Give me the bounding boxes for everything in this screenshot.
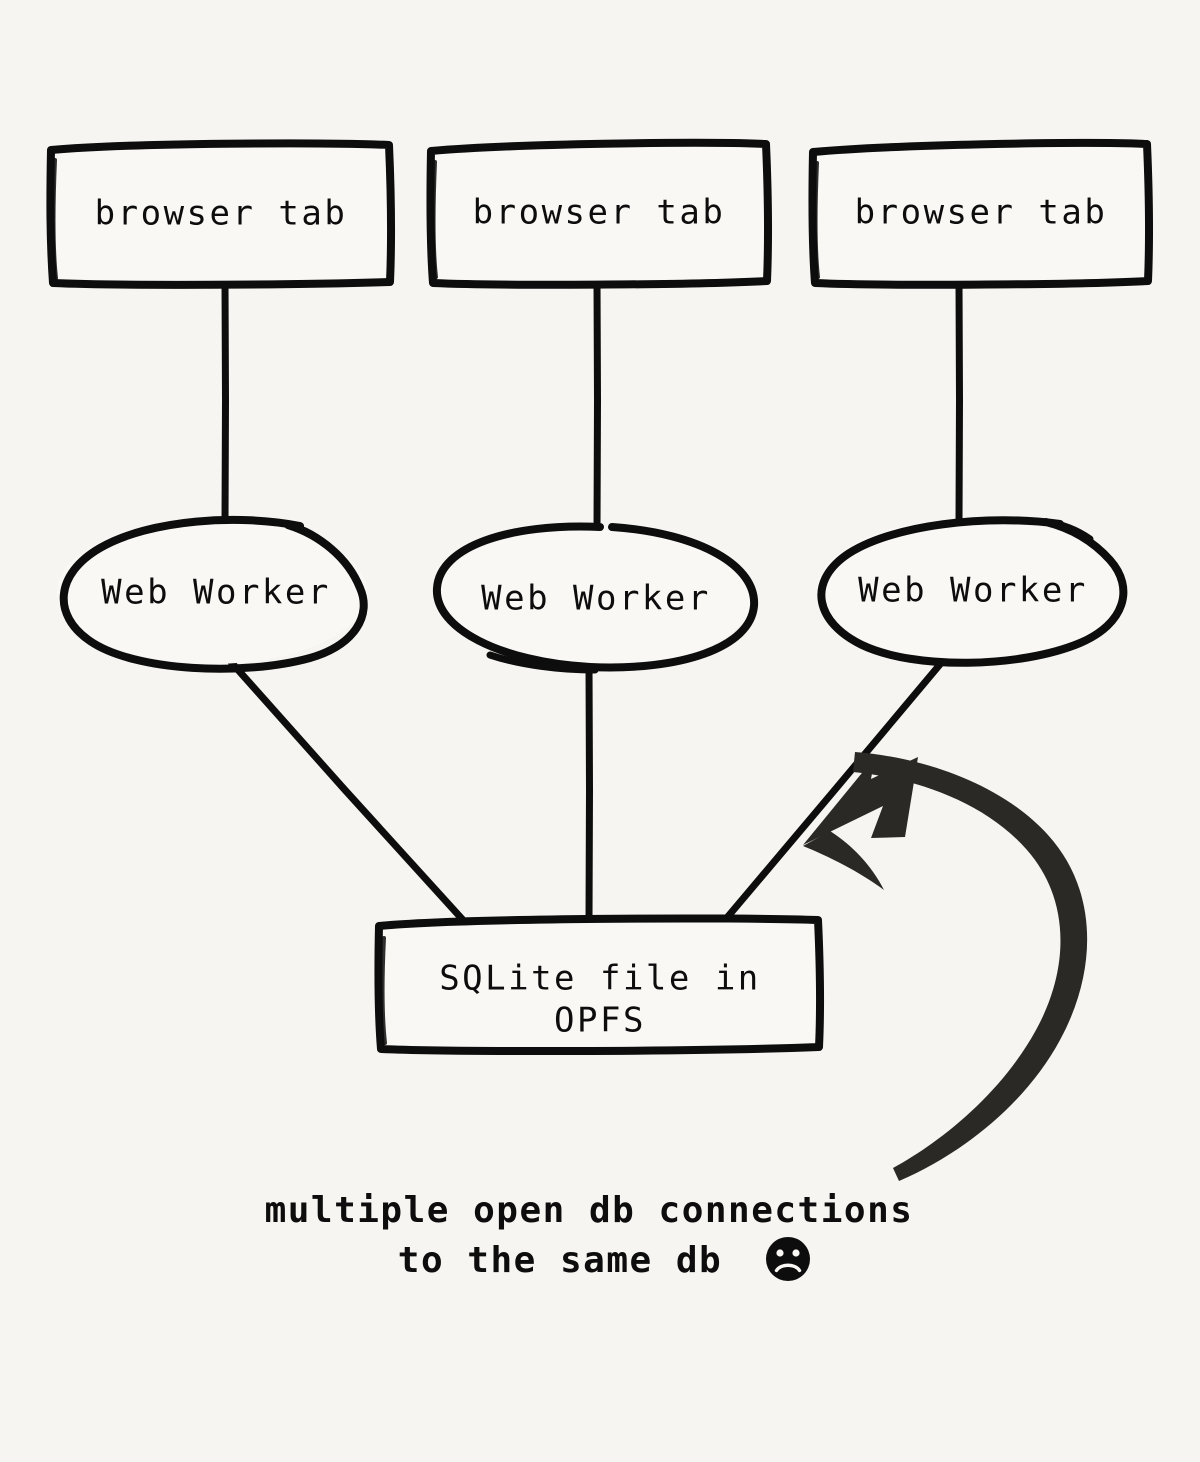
- web-worker-label-3: Web Worker: [858, 571, 1088, 611]
- browser-tab-label-3: browser tab: [855, 193, 1108, 233]
- sqlite-opfs-label-line1: SQLite file in: [439, 959, 761, 999]
- web-worker-ellipse-2[interactable]: Web Worker: [432, 522, 759, 674]
- edge-tab2-worker2: [593, 278, 602, 532]
- annotation-curved-arrow: [803, 752, 1088, 1181]
- edge-worker3-storage: [721, 658, 946, 924]
- caption-line-1: multiple open db connections: [265, 1190, 914, 1231]
- browser-tab-box-1[interactable]: browser tab: [46, 139, 396, 289]
- frowning-face-icon: [766, 1237, 810, 1281]
- web-worker-label-1: Web Worker: [101, 573, 331, 613]
- sqlite-opfs-box[interactable]: SQLite file in OPFS: [374, 914, 825, 1056]
- browser-tab-label-2: browser tab: [473, 193, 726, 233]
- web-worker-ellipse-1[interactable]: Web Worker: [57, 515, 368, 673]
- edge-worker2-storage: [585, 662, 594, 924]
- browser-tab-box-3[interactable]: browser tab: [808, 138, 1154, 289]
- browser-tab-box-2[interactable]: browser tab: [426, 138, 773, 289]
- caption-line-2: to the same db: [398, 1240, 722, 1281]
- edge-tab3-worker3: [955, 278, 964, 526]
- web-worker-label-2: Web Worker: [481, 579, 711, 619]
- sqlite-opfs-label-line2: OPFS: [554, 1001, 646, 1041]
- caption-block: multiple open db connections to the same…: [265, 1190, 914, 1281]
- edge-worker1-storage: [227, 658, 467, 924]
- edge-tab1-worker1: [221, 278, 230, 526]
- web-worker-ellipse-3[interactable]: Web Worker: [817, 516, 1128, 667]
- browser-tab-label-1: browser tab: [95, 194, 348, 234]
